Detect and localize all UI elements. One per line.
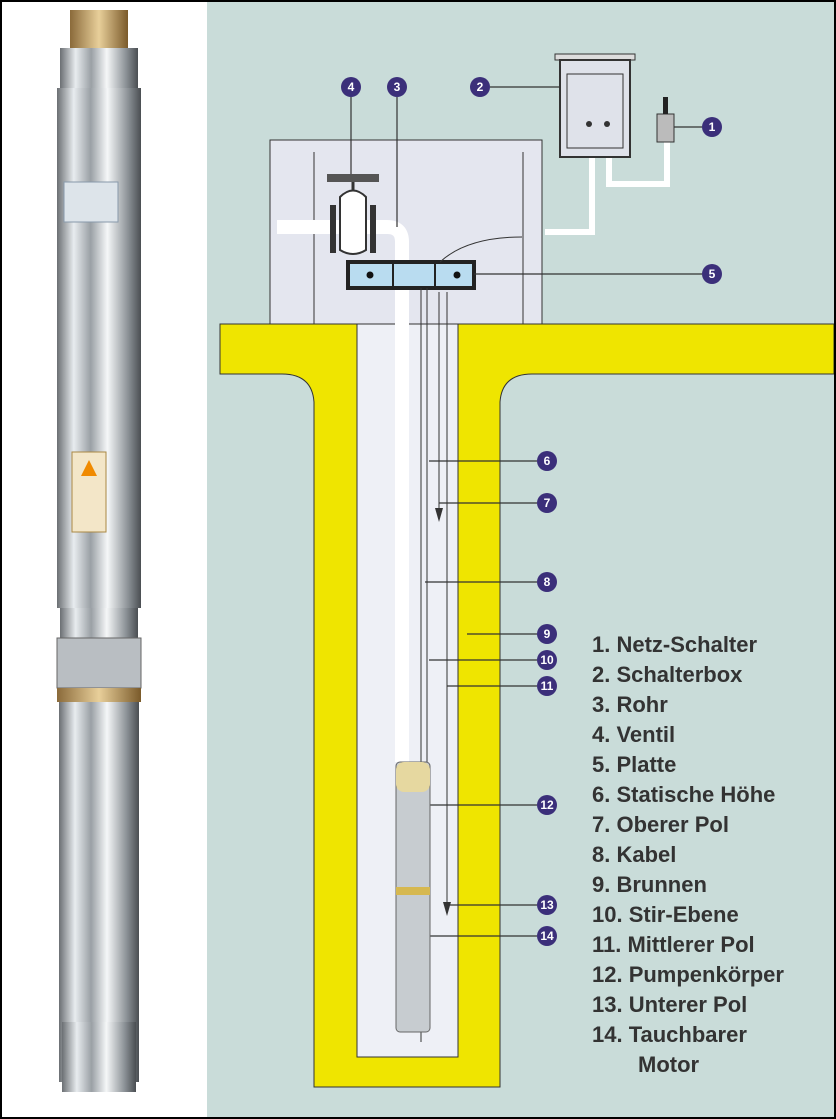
legend-item: 1. Netz-Schalter [592, 632, 758, 657]
legend-item: 3. Rohr [592, 692, 668, 717]
svg-text:6: 6 [544, 454, 551, 468]
legend-item: 11. Mittlerer Pol [592, 932, 755, 957]
submersible-pump-illustration [56, 10, 142, 1092]
legend-item: 4. Ventil [592, 722, 676, 747]
marker-4: 4 [341, 77, 361, 97]
legend-item: 14. Tauchbarer [592, 1022, 747, 1047]
marker-3: 3 [387, 77, 407, 97]
svg-text:12: 12 [540, 798, 554, 812]
pump-outlet-head [70, 10, 128, 48]
legend: 1. Netz-Schalter 2. Schalterbox 3. Rohr … [592, 630, 784, 1080]
svg-text:2: 2 [477, 80, 484, 94]
svg-text:1: 1 [709, 120, 716, 134]
svg-text:11: 11 [541, 679, 554, 693]
marker-5: 5 [702, 264, 722, 284]
svg-text:13: 13 [540, 898, 554, 912]
legend-item: 7. Oberer Pol [592, 812, 729, 837]
pump-body-in-well [395, 761, 431, 1033]
svg-text:3: 3 [394, 80, 401, 94]
pump-motor [59, 702, 139, 1082]
legend-item: 8. Kabel [592, 842, 677, 867]
mains-switch [656, 113, 675, 143]
svg-text:14: 14 [540, 929, 554, 943]
marker-10: 10 [537, 650, 557, 670]
marker-9: 9 [537, 624, 557, 644]
legend-item: 13. Unterer Pol [592, 992, 748, 1017]
legend-item: 9. Brunnen [592, 872, 707, 897]
valve-body [339, 189, 367, 255]
well-installation-diagram: 4 3 2 1 5 6 7 8 9 10 11 12 13 14 1. Netz… [207, 2, 834, 1117]
marker-14: 14 [537, 926, 557, 946]
marker-6: 6 [537, 451, 557, 471]
svg-text:8: 8 [544, 575, 551, 589]
legend-item: 10. Stir-Ebene [592, 902, 739, 927]
svg-text:10: 10 [540, 653, 554, 667]
legend-item: 6. Statische Höhe [592, 782, 776, 807]
legend-item: 5. Platte [592, 752, 677, 777]
svg-text:4: 4 [348, 80, 355, 94]
valve-handle [327, 174, 379, 182]
pipe [277, 220, 409, 762]
svg-text:5: 5 [709, 267, 716, 281]
marker-2: 2 [470, 77, 490, 97]
marker-1: 1 [702, 117, 722, 137]
svg-text:9: 9 [544, 627, 551, 641]
legend-item-continuation: Motor [638, 1052, 700, 1077]
marker-12: 12 [537, 795, 557, 815]
switch-box [559, 59, 631, 158]
pump-photo [2, 2, 207, 1117]
svg-text:7: 7 [544, 496, 551, 510]
marker-13: 13 [537, 895, 557, 915]
marker-7: 7 [537, 493, 557, 513]
legend-item: 2. Schalterbox [592, 662, 743, 687]
marker-8: 8 [537, 572, 557, 592]
marker-11: 11 [537, 676, 557, 696]
legend-item: 12. Pumpenkörper [592, 962, 784, 987]
